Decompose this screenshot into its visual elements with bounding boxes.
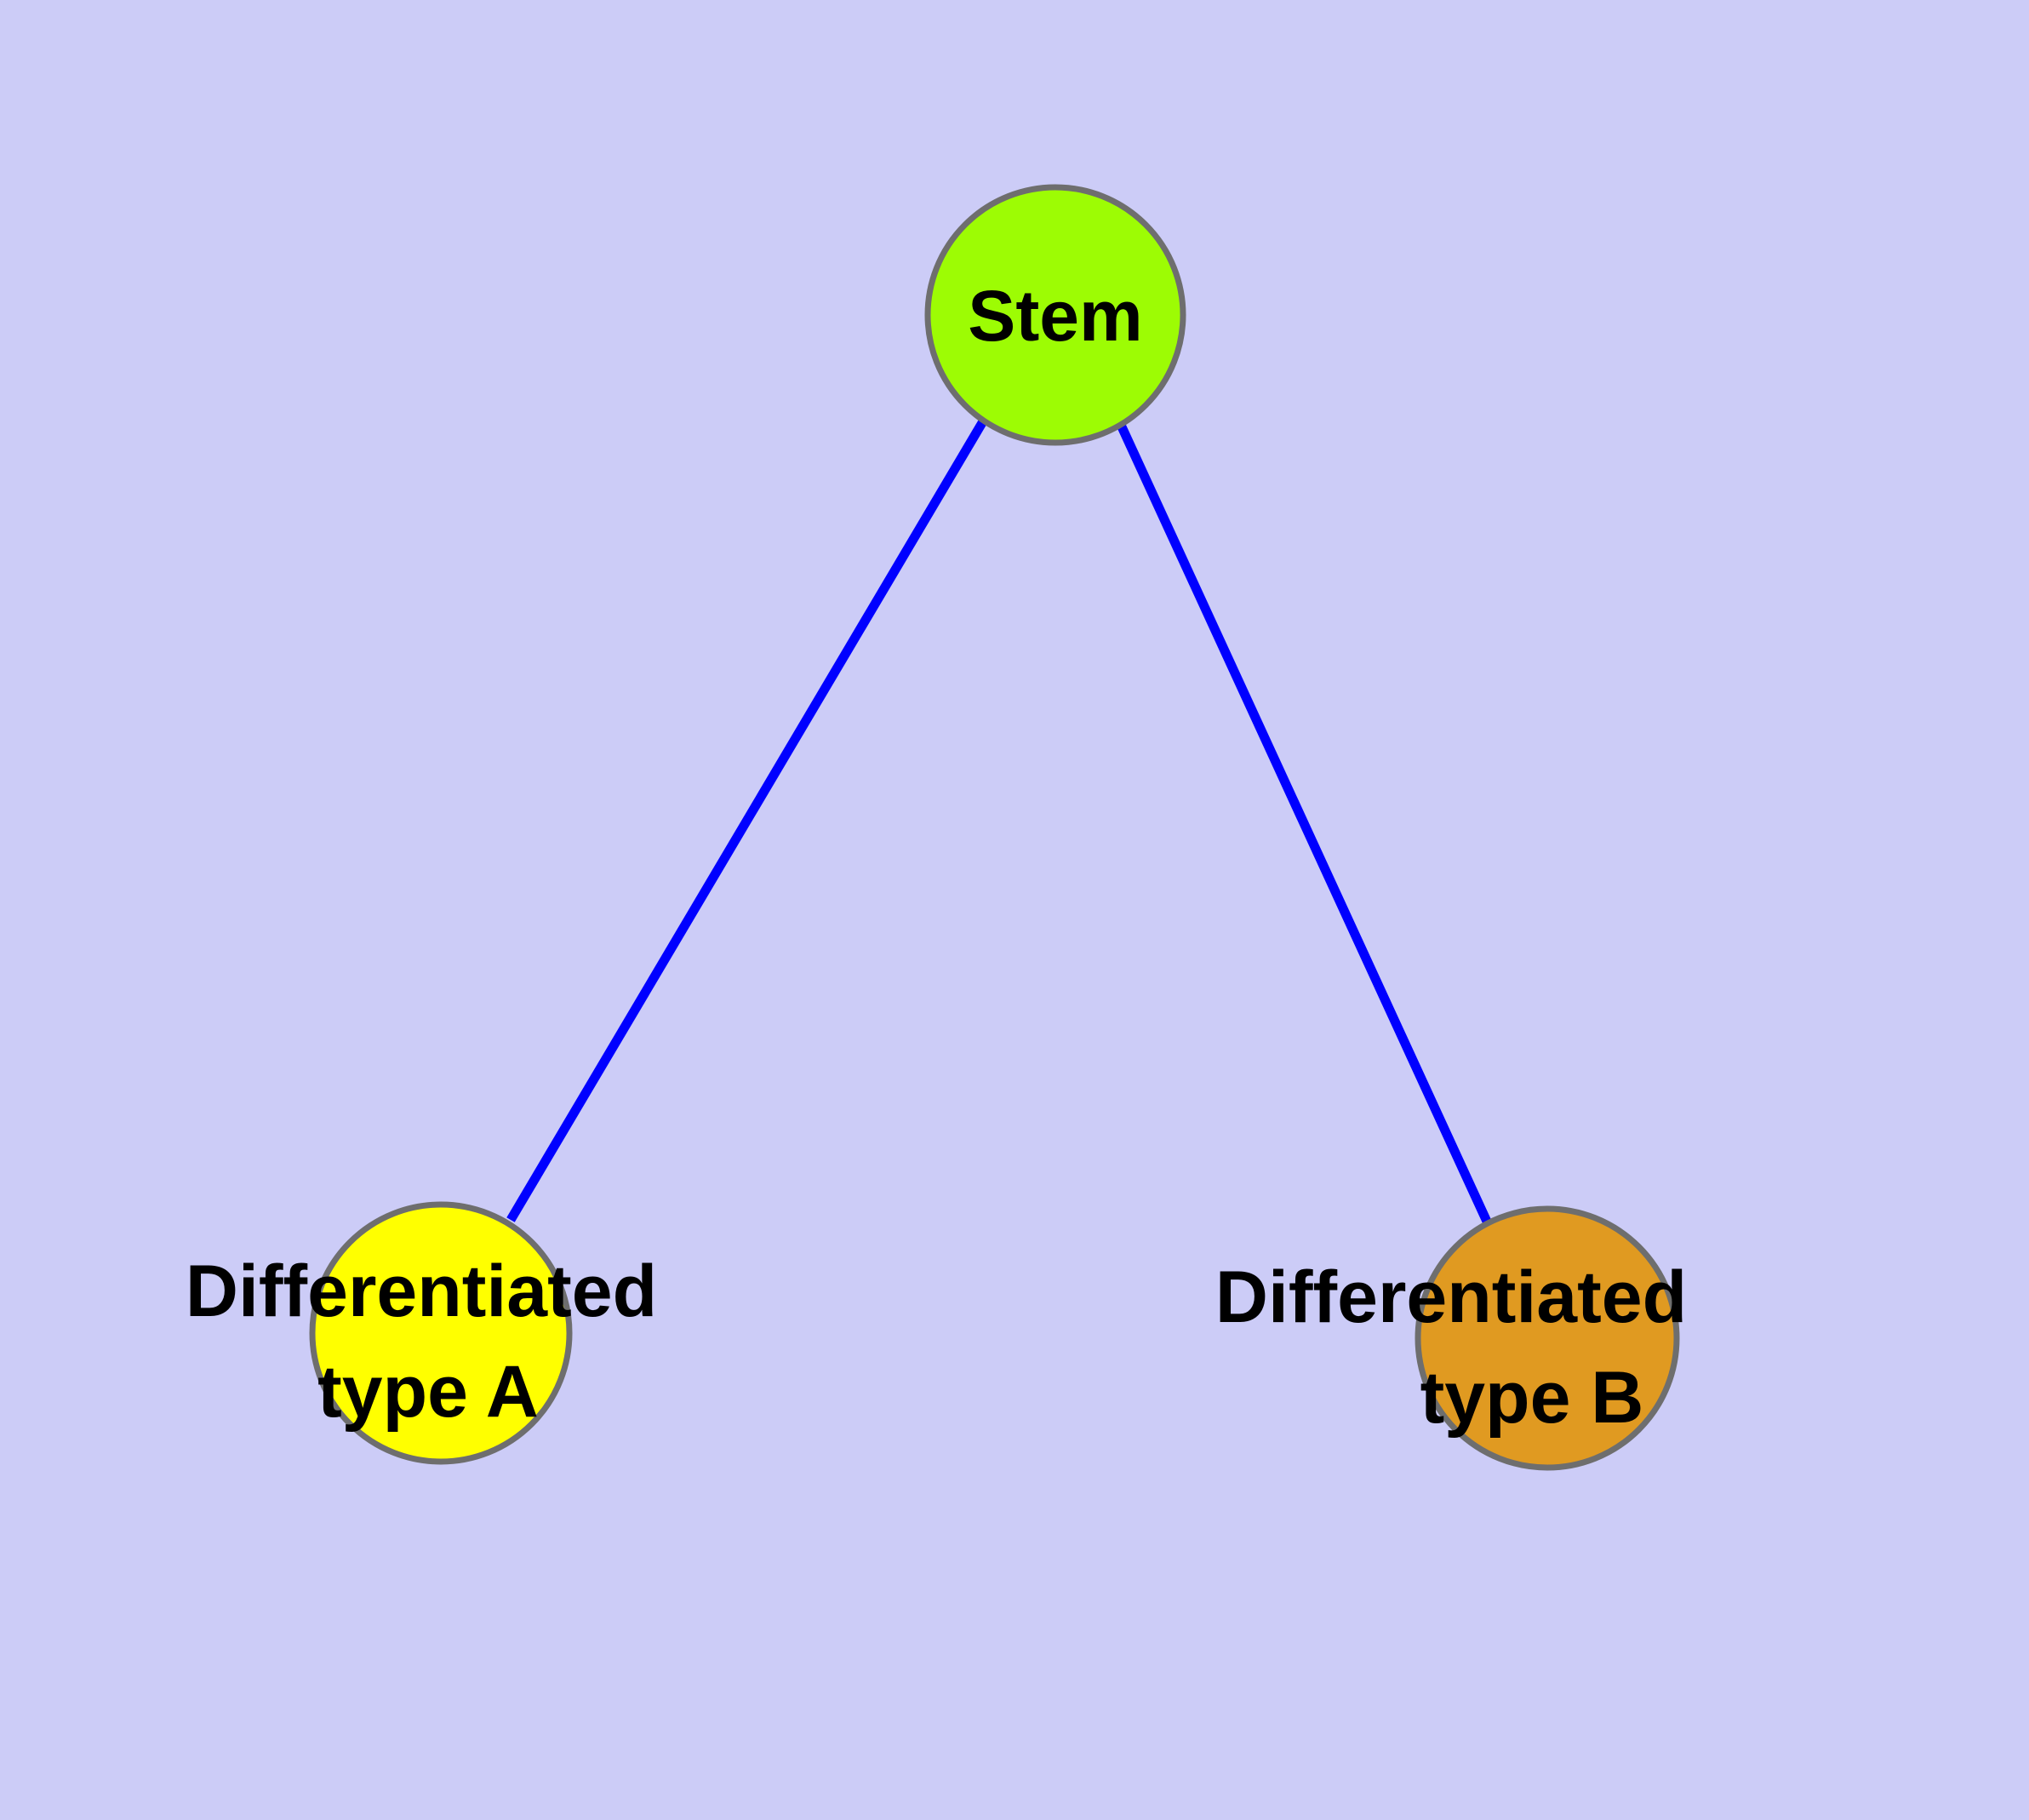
node-differentiated-type-a-label-line1: Differentiated (186, 1251, 657, 1332)
edge-stem-to-type-a[interactable] (506, 419, 987, 1222)
node-stem-label: Stem (968, 276, 1142, 356)
node-stem-circle[interactable] (924, 184, 1186, 446)
node-differentiated-type-b-label-line1: Differentiated (1215, 1256, 1687, 1338)
label-layer: Stem Differentiated type A Differentiate… (186, 276, 1687, 1439)
node-differentiated-type-a-label-line2: type A (317, 1351, 539, 1433)
edge-layer (506, 419, 1492, 1226)
node-layer (309, 184, 1680, 1471)
node-differentiated-type-b-circle[interactable] (1415, 1205, 1680, 1471)
node-differentiated-type-a-circle[interactable] (309, 1201, 573, 1465)
node-differentiated-type-b-label-line2: type B (1420, 1357, 1644, 1439)
edge-stem-to-type-b[interactable] (1116, 421, 1492, 1226)
